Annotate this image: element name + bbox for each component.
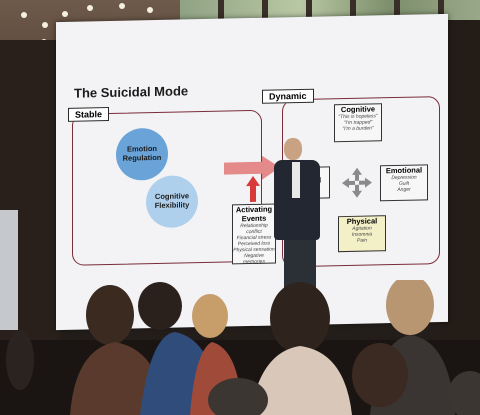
physical-items: Agitation Insomnia Pain: [351, 225, 373, 244]
light-bulb: [87, 5, 93, 11]
activating-events-box: Activating Events Relationship conflict …: [232, 203, 276, 266]
emotion-regulation-label: Emotion Regulation: [122, 143, 162, 163]
light-bulb: [119, 3, 125, 9]
chair: [6, 330, 34, 390]
audience-head: [192, 294, 228, 338]
audience: [0, 280, 480, 415]
cognitive-items: "This is hopeless" "I'm trapped" "I'm a …: [338, 113, 378, 133]
projection-screen: The Suicidal Mode Stable Dynamic Emotion…: [56, 13, 448, 331]
arrow-up-icon: [246, 175, 260, 203]
string-lights: [21, 3, 153, 45]
light-bulb: [147, 7, 153, 13]
audience-head: [270, 282, 330, 354]
activating-events-title: Activating Events: [235, 204, 273, 224]
cognitive-flexibility-label: Cognitive Flexibility: [154, 191, 190, 211]
stable-label: Stable: [68, 106, 110, 122]
emotional-items: Depression Guilt Anger: [391, 174, 417, 193]
four-way-arrow-icon: [342, 167, 372, 198]
audience-head: [138, 282, 182, 330]
slide-title: The Suicidal Mode: [74, 83, 189, 101]
audience-body: [250, 346, 352, 415]
chair: [448, 371, 480, 415]
light-bulb: [62, 11, 68, 17]
dynamic-label: Dynamic: [262, 88, 314, 104]
emotional-box: Emotional Depression Guilt Anger: [380, 164, 428, 202]
audience-head: [386, 280, 434, 335]
light-bulb: [21, 12, 27, 18]
audience-head: [86, 285, 134, 345]
speaker-head: [284, 138, 302, 160]
physical-box: Physical Agitation Insomnia Pain: [338, 215, 386, 253]
cognitive-box: Cognitive "This is hopeless" "I'm trappe…: [334, 103, 382, 143]
audience-head: [352, 343, 408, 407]
audience-body: [70, 342, 165, 415]
chair: [208, 378, 268, 415]
podium: [0, 210, 18, 330]
speaker-shirt: [292, 162, 300, 198]
activating-events-items: Relationship conflict Financial stress P…: [233, 222, 275, 266]
light-bulb: [42, 22, 48, 28]
arrow-right-icon: [224, 155, 280, 180]
